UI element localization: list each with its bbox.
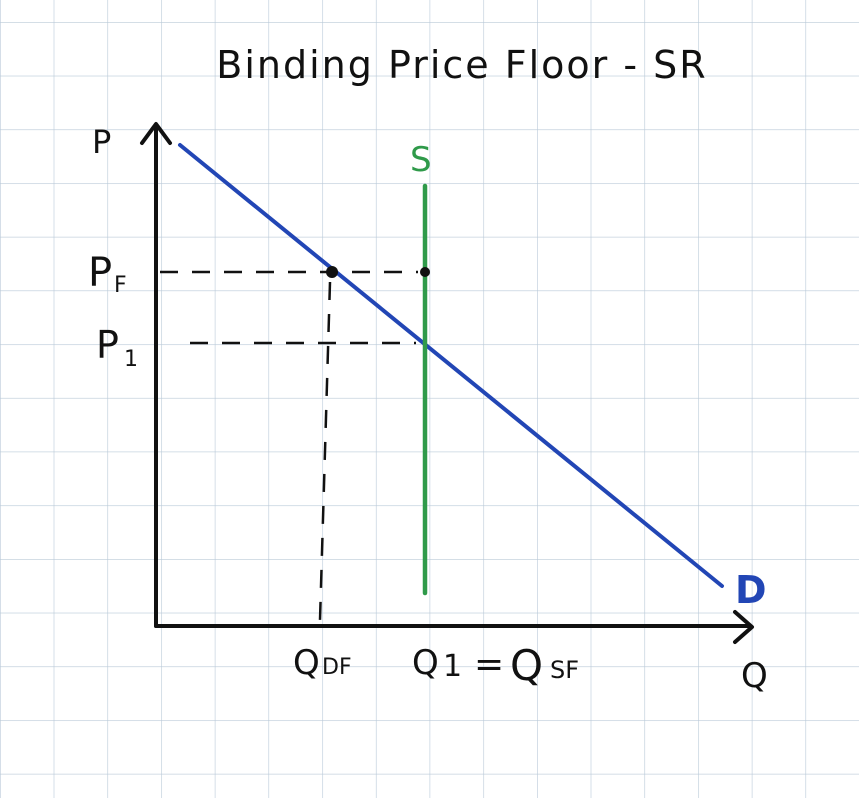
quantity-labels: Q DF Q 1 = Q SF xyxy=(293,641,579,690)
price-floor-label-main: P xyxy=(88,250,112,296)
y-axis-arrowhead xyxy=(140,122,172,145)
q1-label-sub: 1 xyxy=(443,649,462,684)
demand-label: D xyxy=(735,568,767,612)
equilibrium-price-label-sub: 1 xyxy=(124,347,138,372)
equilibrium-price-label-main: P xyxy=(96,323,119,367)
x-axis-arrowhead xyxy=(733,610,754,644)
demand-curve xyxy=(178,143,724,588)
price-floor-label-sub: F xyxy=(114,273,127,298)
y-axis-label: P xyxy=(92,123,111,161)
qdf-label-main: Q xyxy=(293,643,320,683)
qdf-guide xyxy=(318,281,332,621)
q1-label-main: Q xyxy=(412,643,439,683)
qsf-label-sub: SF xyxy=(550,656,579,684)
qsf-label-main: Q xyxy=(510,641,543,690)
supply-label: S xyxy=(410,140,432,180)
equilibrium-price-label: P 1 xyxy=(96,323,138,372)
qdf-label-sub: DF xyxy=(322,655,352,680)
guide-lines xyxy=(160,270,418,621)
axes xyxy=(140,122,754,644)
diagram-title: Binding Price Floor - SR xyxy=(216,43,707,87)
x-axis-label: Q xyxy=(741,656,768,696)
equals-sign: = xyxy=(474,644,504,685)
qsf-at-floor-point xyxy=(420,267,430,277)
price-floor-label: P F xyxy=(88,250,127,298)
qdf-at-floor-point xyxy=(326,266,338,278)
